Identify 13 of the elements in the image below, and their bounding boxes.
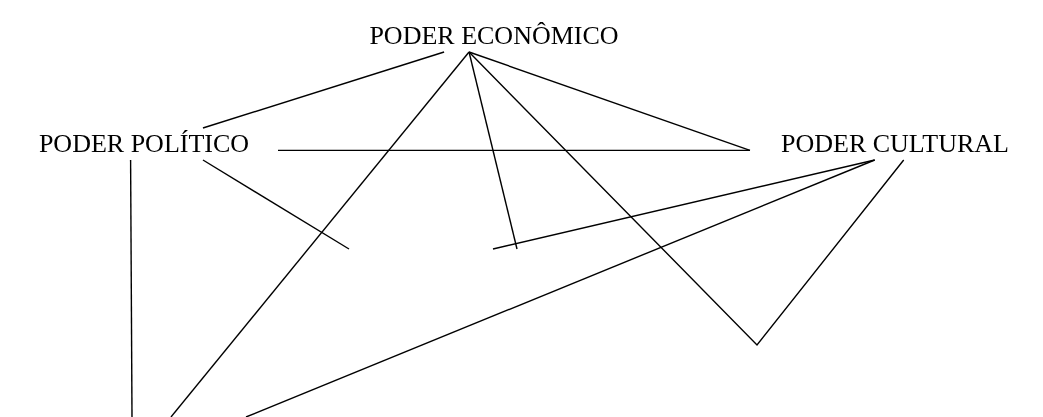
connector-line — [170, 51, 470, 417]
connector-line — [245, 159, 876, 417]
connector-line — [202, 51, 445, 129]
connector-line — [468, 51, 751, 152]
connector-line — [129, 159, 133, 417]
connector-line — [468, 51, 518, 250]
node-label: PODER POLÍTICO — [38, 129, 250, 159]
node-label: PODER ECONÔMICO — [369, 21, 619, 51]
connector-line — [468, 51, 905, 347]
connector-line — [492, 159, 876, 250]
node-label: PODER CULTURAL — [781, 129, 1009, 159]
connector-line — [202, 159, 350, 250]
connector-line — [277, 149, 751, 152]
